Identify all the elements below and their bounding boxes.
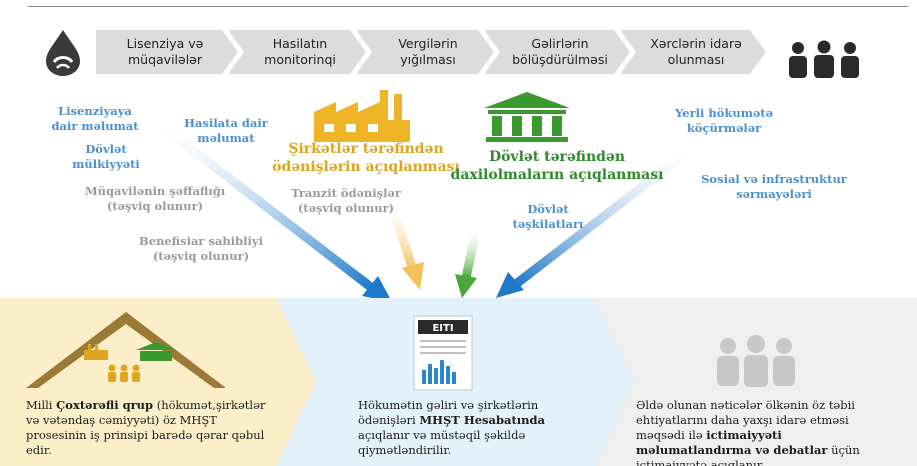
bottom-panels: EITI (0, 298, 917, 466)
people-group-icon (789, 40, 859, 78)
oil-drop-logo-icon (46, 30, 80, 76)
bottom-middle-text: Hökumətin gəliri və şirkətlərin ödənişlə… (358, 398, 546, 457)
public-people-icon (717, 335, 795, 387)
step-label: Vergilərin (398, 36, 458, 51)
report-eiti-label: EITI (432, 323, 453, 334)
government-building-icon (484, 92, 570, 142)
step-label: Xərclərin idarə (650, 36, 742, 51)
step-label: Lisenziya və (126, 36, 204, 51)
flow-arrows (157, 121, 693, 302)
top-divider (28, 6, 908, 7)
label-transit-payments: Tranzit ödənişlər(təşviq olunur) (291, 186, 401, 215)
panel-left (0, 298, 352, 466)
bottom-left-text: Milli Çoxtərəfli qrup (hökumət,şirkətlər… (26, 398, 266, 457)
step-label: yığılması (400, 52, 456, 67)
step-label: müqavilələr (127, 52, 203, 67)
step-label: olunması (667, 52, 725, 67)
factory-icon (314, 90, 410, 142)
step-label: monitorinqi (264, 52, 336, 67)
government-flow-arrow (455, 229, 481, 298)
left-flow-arrow (157, 121, 392, 302)
step-label: bölüşdürülməsi (512, 52, 608, 67)
roof-stakeholders-icon (26, 312, 226, 388)
report-document-icon (413, 315, 473, 391)
company-flow-arrow (385, 198, 424, 290)
label-contract-transparency: Müqavilənin şəffaflığı(təşviq olunur) (84, 184, 226, 213)
step-label: Gəlirlərin (531, 36, 589, 51)
bottom-right-text: Əldə olunan nəticələr ölkənin öz təbii e… (636, 398, 860, 466)
step-label: Hasilatın (272, 36, 328, 51)
label-beneficial-ownership: Benefisiar sahibliyi(təşviq olunur) (139, 234, 263, 263)
right-flow-arrow (496, 146, 693, 298)
